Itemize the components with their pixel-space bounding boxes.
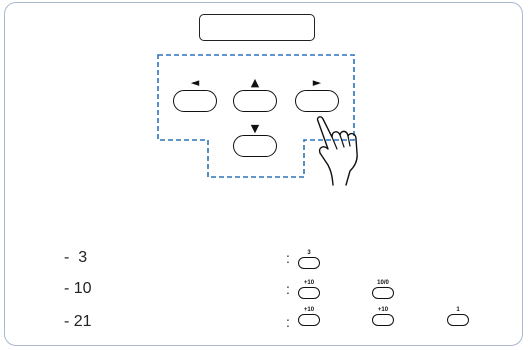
left-arrow-icon: ◄ (190, 76, 200, 89)
down-button[interactable] (233, 135, 277, 157)
row-label: - 21 (64, 313, 92, 330)
display-screen (199, 14, 315, 41)
mini-button[interactable] (298, 314, 320, 326)
down-arrow-icon: ▼ (250, 122, 260, 135)
up-button[interactable] (233, 90, 277, 112)
mini-button[interactable] (298, 287, 320, 299)
row-colon: : (286, 314, 290, 330)
row-label: - 10 (64, 280, 92, 297)
right-button[interactable] (295, 90, 339, 112)
pointing-hand-icon (316, 116, 358, 186)
mini-button[interactable] (372, 314, 394, 326)
row-colon: : (286, 250, 290, 266)
mini-button-label: +10 (303, 307, 315, 313)
left-button[interactable] (173, 90, 217, 112)
mini-button[interactable] (372, 287, 394, 299)
mini-button-label: +10 (303, 280, 315, 286)
mini-button-label: 10/0 (377, 280, 389, 286)
row-colon: : (286, 281, 290, 297)
up-arrow-icon: ▲ (250, 76, 260, 89)
sequence-row-3: - 3 : 3 (0, 249, 529, 275)
sequence-row-21: - 21 : +10 +10 1 (0, 307, 529, 339)
mini-button-label: 3 (307, 250, 311, 256)
right-arrow-icon: ► (312, 76, 322, 89)
mini-button-label: +10 (377, 307, 389, 313)
mini-button[interactable] (447, 314, 469, 326)
row-label: - 3 (64, 249, 88, 266)
sequence-row-10: - 10 : +10 10/0 (0, 280, 529, 306)
mini-button[interactable] (298, 257, 320, 269)
instruction-panel (4, 2, 523, 346)
mini-button-label: 1 (456, 307, 460, 313)
